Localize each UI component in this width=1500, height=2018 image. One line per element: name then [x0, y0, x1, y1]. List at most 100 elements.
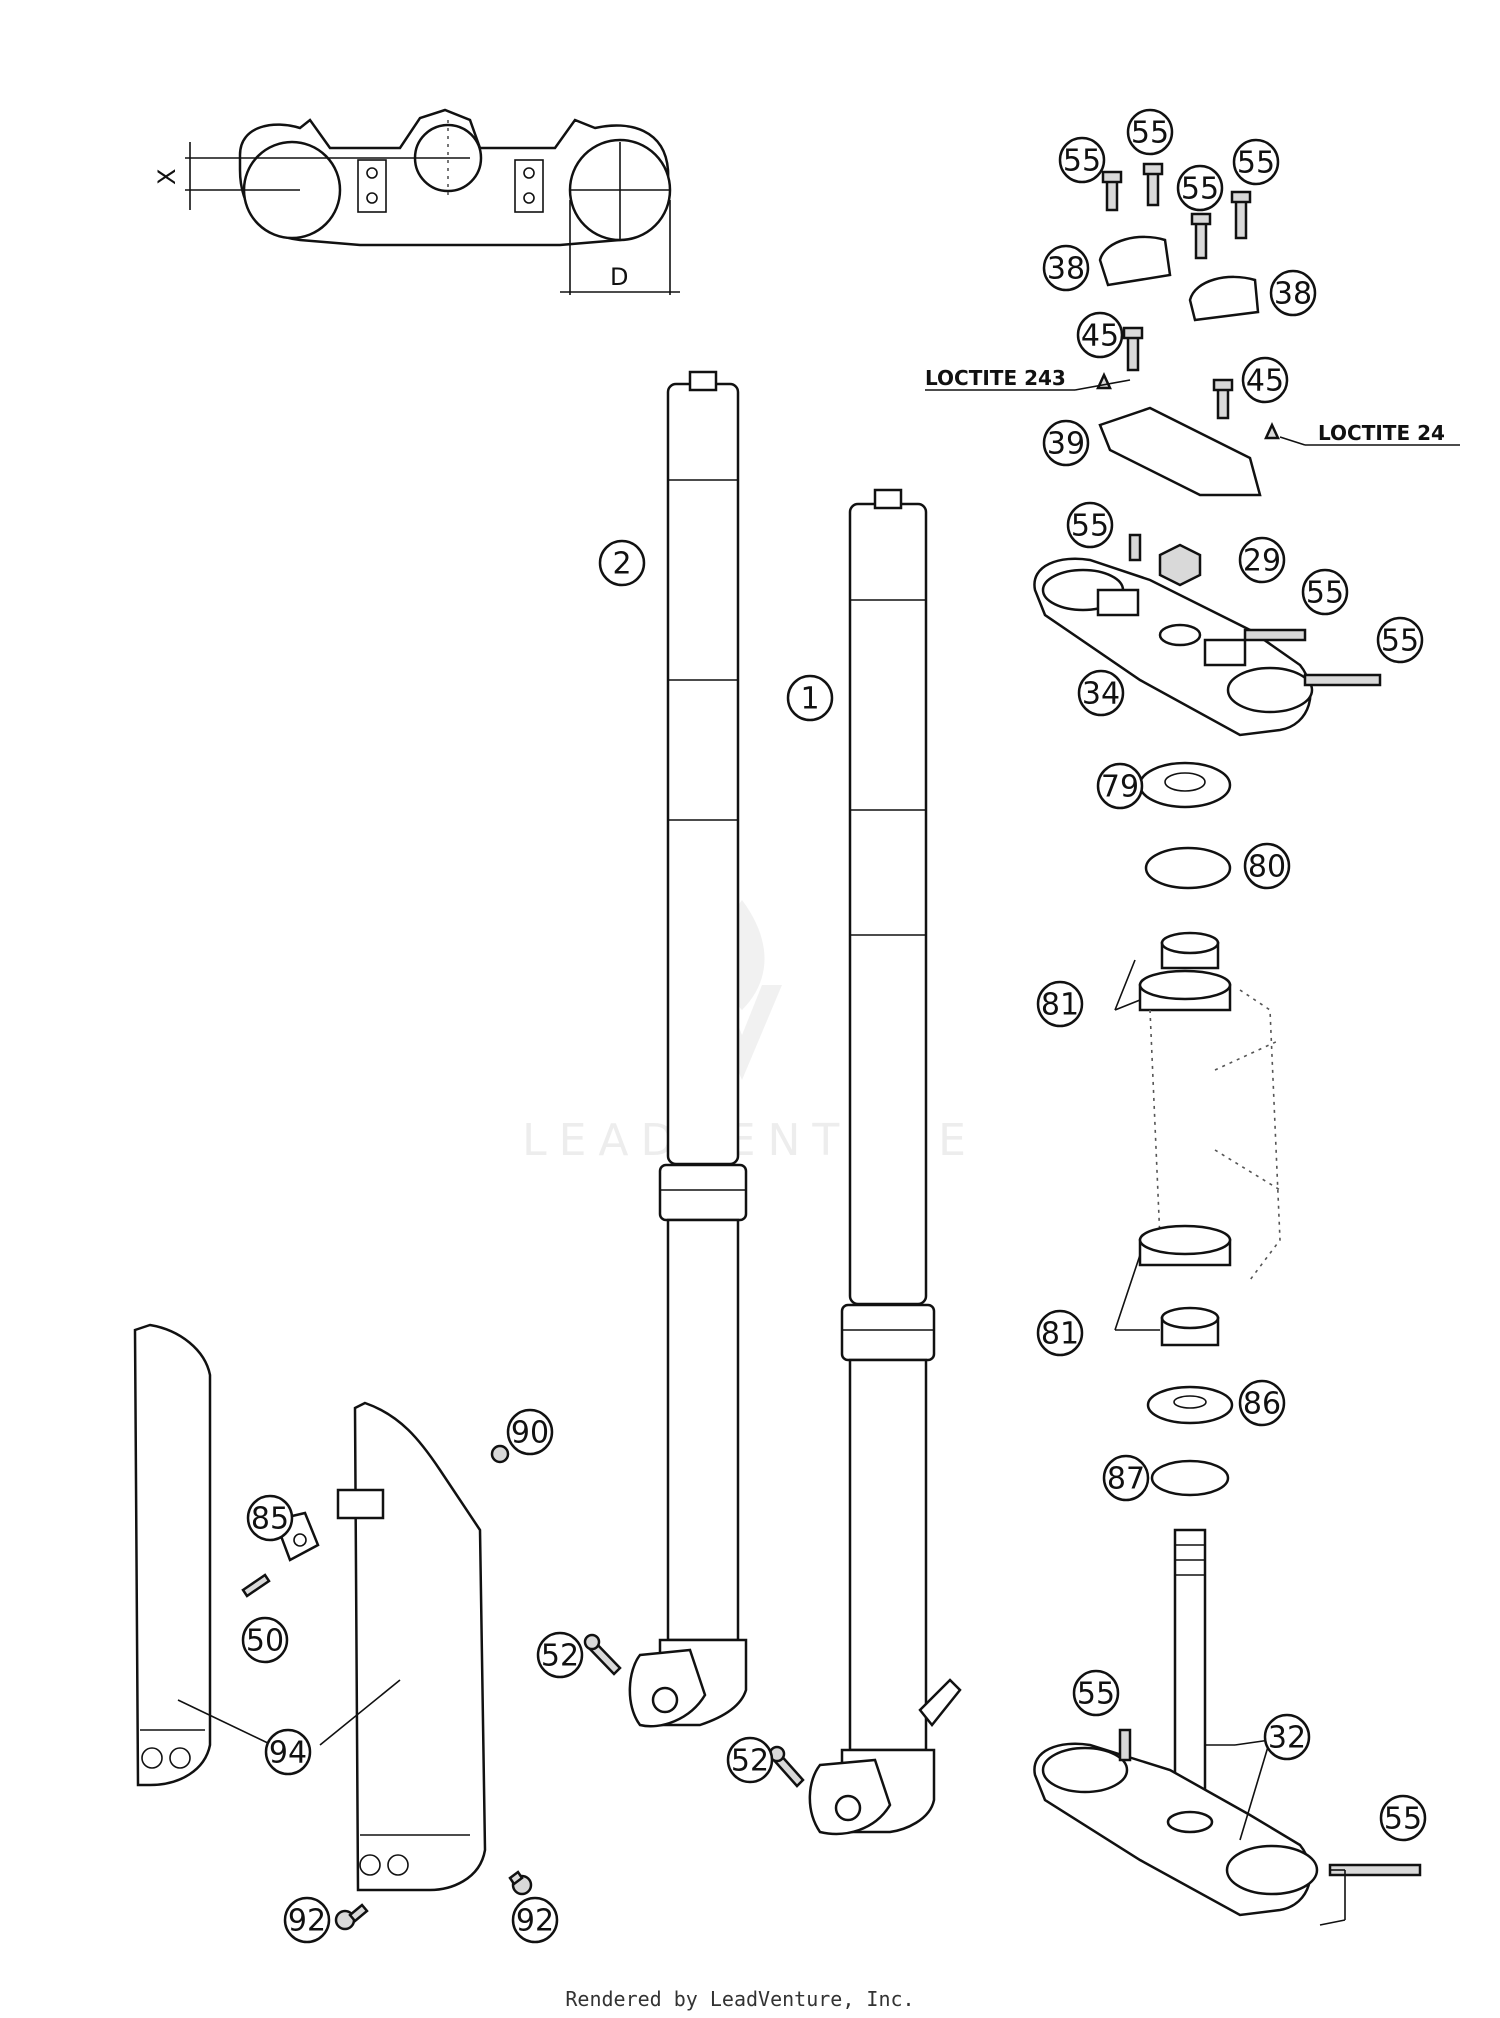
fork-leg-2	[628, 370, 748, 1728]
callout-label: 55	[1131, 116, 1169, 151]
callout-circle	[1072, 1669, 1120, 1717]
callout-label: 87	[1107, 1462, 1145, 1497]
callout-80: 80	[1243, 842, 1291, 890]
callout-86: 86	[1238, 1379, 1286, 1427]
callout-circle	[598, 539, 646, 587]
callout-label: 39	[1047, 427, 1085, 462]
callout-circle	[1238, 536, 1286, 584]
footer-credit: Rendered by LeadVenture, Inc.	[565, 1987, 914, 2011]
callout-50: 50	[241, 1616, 289, 1664]
washer-86	[1146, 1385, 1234, 1425]
callout-55: 55	[1176, 164, 1224, 212]
callout-circle	[1379, 1794, 1427, 1842]
callout-55: 55	[1058, 136, 1106, 184]
lower-triple-clamp-32	[1033, 1528, 1422, 1917]
callout-55: 55	[1232, 138, 1280, 186]
fork-guard-right	[336, 1401, 487, 1892]
callout-label: 45	[1081, 319, 1119, 354]
callout-label: 1	[800, 682, 819, 717]
callout-circle	[1036, 1309, 1084, 1357]
callout-circle	[1232, 138, 1280, 186]
callout-label: 55	[1181, 172, 1219, 207]
callout-circle	[726, 1736, 774, 1784]
callout-circle	[1066, 501, 1114, 549]
callout-label: 55	[1237, 146, 1275, 181]
upper-triple-clamp-34	[1033, 533, 1382, 737]
washer-79	[1138, 761, 1232, 809]
callout-39: 39	[1042, 419, 1090, 467]
callout-label: 81	[1041, 1317, 1079, 1352]
callout-circle	[246, 1494, 294, 1542]
nut-90	[490, 1444, 510, 1464]
callout-circle	[241, 1616, 289, 1664]
leader-lines	[177, 379, 1460, 1926]
callout-52: 52	[536, 1631, 584, 1679]
callout-label: 34	[1082, 677, 1120, 712]
callout-45: 45	[1241, 356, 1289, 404]
callout-label: 55	[1077, 1677, 1115, 1712]
callout-32: 32	[1263, 1713, 1311, 1761]
callout-label: 55	[1381, 624, 1419, 659]
callout-92: 92	[283, 1896, 331, 1944]
loctite-notes: LOCTITE 243 LOCTITE 24	[925, 366, 1445, 445]
fork-leg-1	[808, 488, 962, 1836]
callout-29: 29	[1238, 536, 1286, 584]
handlebar-clamps-38	[1098, 235, 1260, 322]
callout-55: 55	[1126, 108, 1174, 156]
callout-label: 92	[516, 1904, 554, 1939]
callout-circle	[1102, 1454, 1150, 1502]
callout-circle	[1263, 1713, 1311, 1761]
callout-55: 55	[1376, 616, 1424, 664]
riser-base-39	[1098, 406, 1262, 497]
callout-38: 38	[1269, 269, 1317, 317]
callout-label: 55	[1384, 1802, 1422, 1837]
callout-circle	[511, 1896, 559, 1944]
callout-circle	[1096, 762, 1144, 810]
callout-87: 87	[1102, 1454, 1150, 1502]
callout-85: 85	[246, 1494, 294, 1542]
triple-clamp-dimension-view: X D	[153, 108, 680, 295]
callout-90: 90	[506, 1408, 554, 1456]
bolt-52-right	[768, 1745, 805, 1788]
callout-circle	[1042, 419, 1090, 467]
callout-55: 55	[1301, 568, 1349, 616]
callout-circle	[506, 1408, 554, 1456]
callout-label: 94	[269, 1736, 307, 1771]
callout-circle	[1036, 980, 1084, 1028]
callout-52: 52	[726, 1736, 774, 1784]
callout-label: 29	[1243, 544, 1281, 579]
callout-label: 79	[1101, 770, 1139, 805]
bolt-92-right	[508, 1870, 533, 1896]
callout-2: 2	[598, 539, 646, 587]
callout-circle	[1269, 269, 1317, 317]
callout-circle	[1076, 311, 1124, 359]
bolt-52-left	[583, 1633, 622, 1676]
callout-circle	[283, 1896, 331, 1944]
bearing-81-bottom	[1138, 1224, 1232, 1347]
callout-label: 32	[1268, 1721, 1306, 1756]
callout-circle	[786, 674, 834, 722]
callout-label: 55	[1306, 576, 1344, 611]
callout-34: 34	[1077, 669, 1125, 717]
callout-label: 90	[511, 1416, 549, 1451]
callout-38: 38	[1042, 244, 1090, 292]
callout-55: 55	[1379, 1794, 1427, 1842]
callout-label: 52	[541, 1639, 579, 1674]
dimension-x-label: X	[153, 169, 181, 185]
callout-circle	[1077, 669, 1125, 717]
callout-label: 80	[1248, 850, 1286, 885]
callout-label: 55	[1063, 144, 1101, 179]
callout-label: 55	[1071, 509, 1109, 544]
callout-circle	[1241, 356, 1289, 404]
callout-label: 52	[731, 1744, 769, 1779]
callout-81: 81	[1036, 980, 1084, 1028]
callout-circle	[1238, 1379, 1286, 1427]
callout-81: 81	[1036, 1309, 1084, 1357]
o-ring-80	[1144, 846, 1232, 890]
callout-circle	[264, 1728, 312, 1776]
callout-55: 55	[1066, 501, 1114, 549]
callout-circle	[1042, 244, 1090, 292]
loctite-note-right: LOCTITE 24	[1318, 421, 1445, 445]
callout-label: 2	[612, 547, 631, 582]
